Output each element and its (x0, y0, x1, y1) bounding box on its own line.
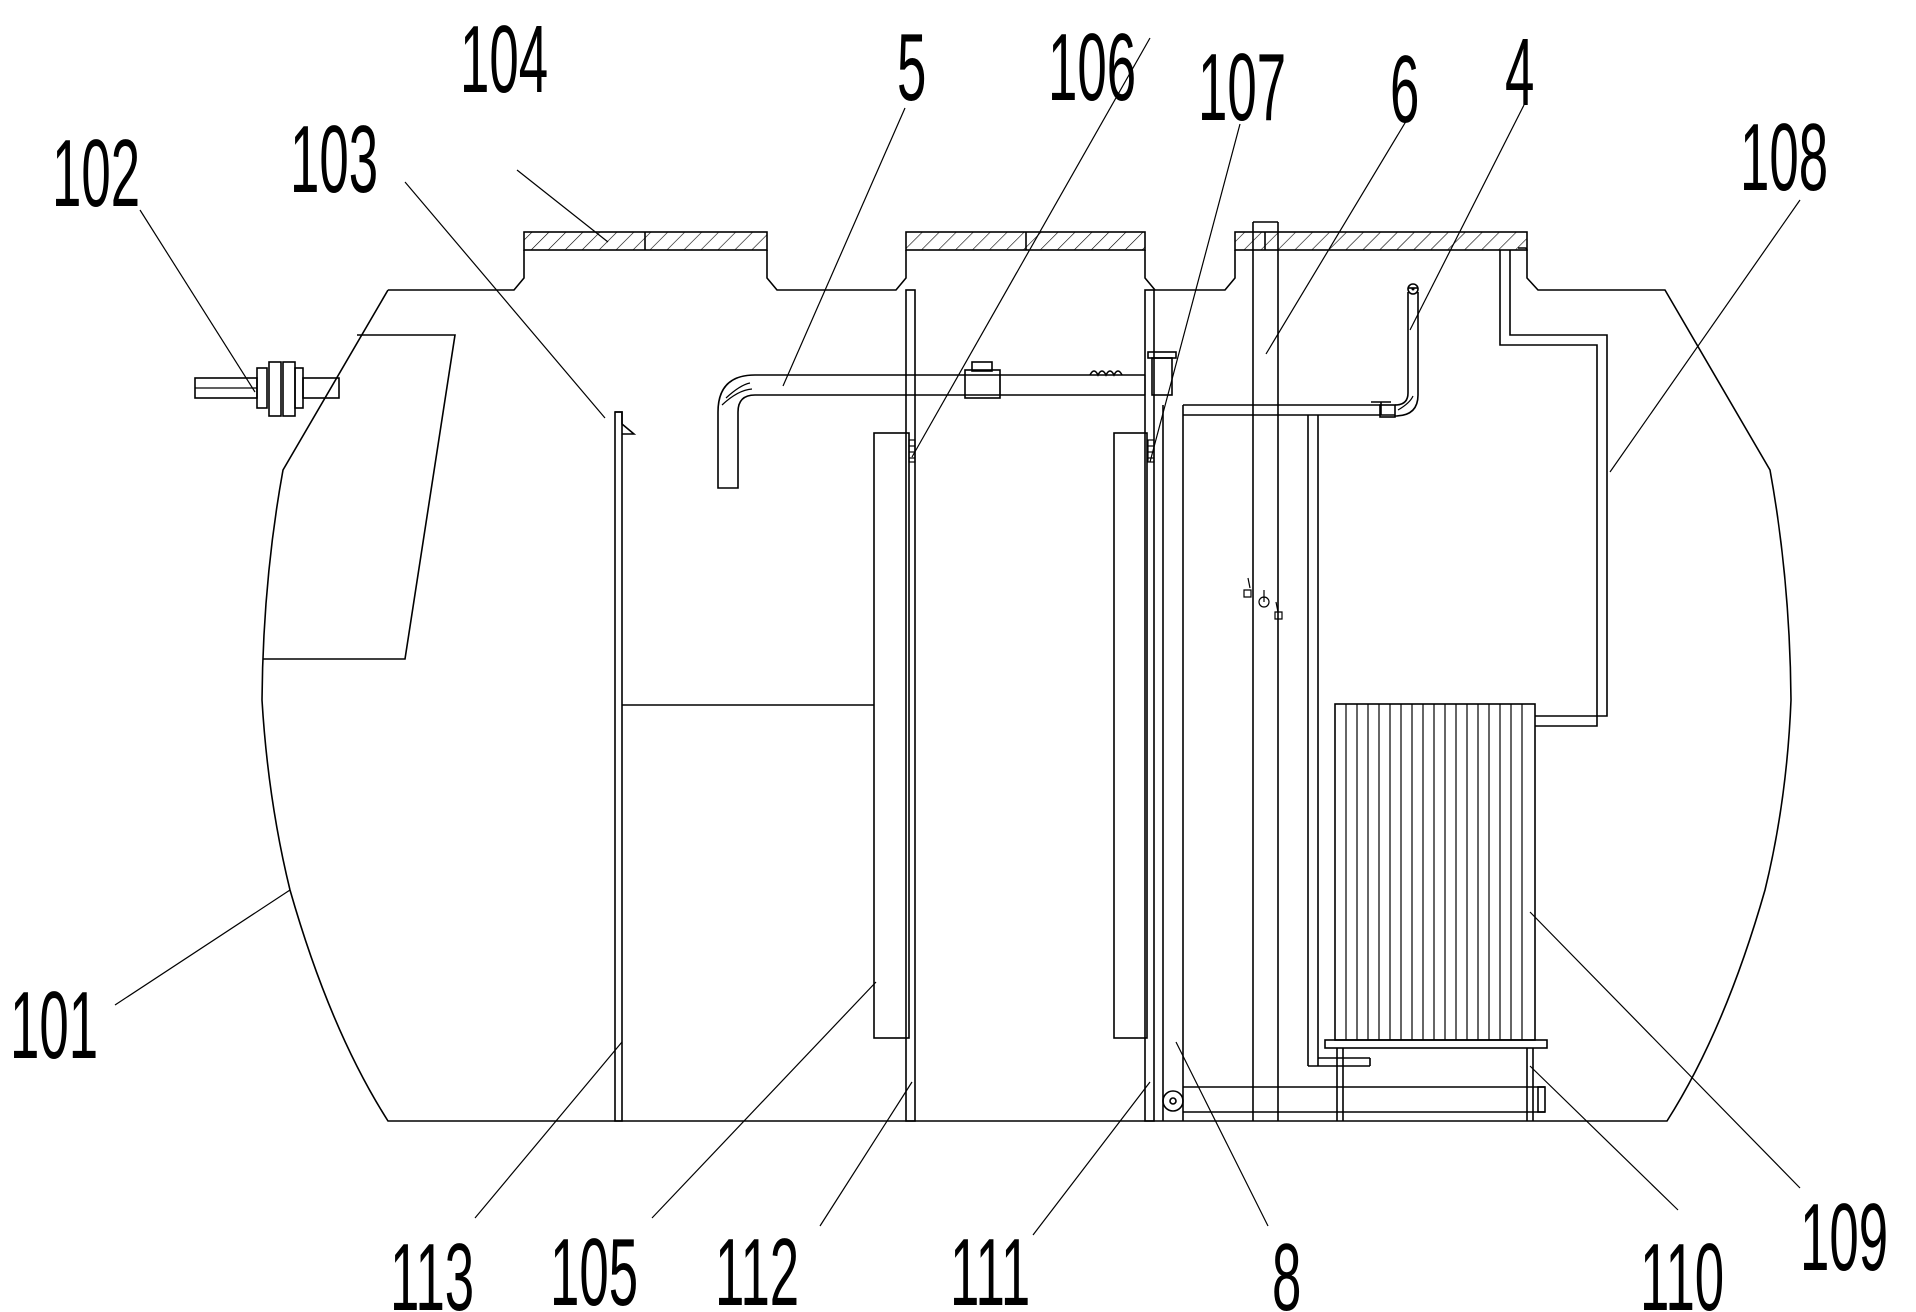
label-113: 113 (390, 1224, 474, 1312)
baffle-105 (873, 432, 910, 1039)
label-106: 106 (1048, 14, 1136, 121)
label-6: 6 (1390, 36, 1419, 143)
label-109: 109 (1800, 1184, 1888, 1291)
label-102: 102 (52, 120, 140, 227)
label-8: 8 (1272, 1224, 1301, 1312)
outlet-pipe-108 (1499, 250, 1608, 727)
label-110: 110 (1640, 1224, 1724, 1312)
tank-body (261, 247, 1792, 1122)
label-111: 111 (950, 1219, 1030, 1312)
label-5: 5 (897, 14, 926, 121)
partition-113 (614, 411, 637, 1122)
inlet-pipe (194, 361, 340, 417)
bottom-collection-pipe (1183, 1086, 1546, 1113)
reference-labels: 101 102 103 104 5 106 107 6 4 108 113 10… (10, 6, 1888, 1312)
partition-112 (905, 289, 916, 1122)
aeration-pipes (1307, 415, 1371, 1067)
baffle-chamber-2 (1113, 432, 1148, 1039)
label-108: 108 (1740, 104, 1828, 211)
leader-lines (114, 37, 1801, 1236)
vertical-pipe-6 (1243, 221, 1283, 1121)
label-101: 101 (10, 972, 98, 1079)
lift-pipe-8 (1162, 405, 1184, 1121)
label-4: 4 (1505, 19, 1534, 126)
inlet-chute (263, 334, 456, 660)
return-pipe-5 (717, 351, 1177, 489)
membrane-support-110 (1324, 1039, 1548, 1121)
partition-111 (1144, 289, 1155, 1122)
label-105: 105 (550, 1219, 638, 1312)
label-107: 107 (1198, 34, 1286, 141)
label-103: 103 (290, 106, 378, 213)
label-104: 104 (460, 6, 548, 113)
membrane-module-109 (1334, 703, 1536, 1041)
label-112: 112 (715, 1219, 799, 1312)
distribution-header (1183, 283, 1419, 418)
manhole-covers (523, 231, 1528, 251)
